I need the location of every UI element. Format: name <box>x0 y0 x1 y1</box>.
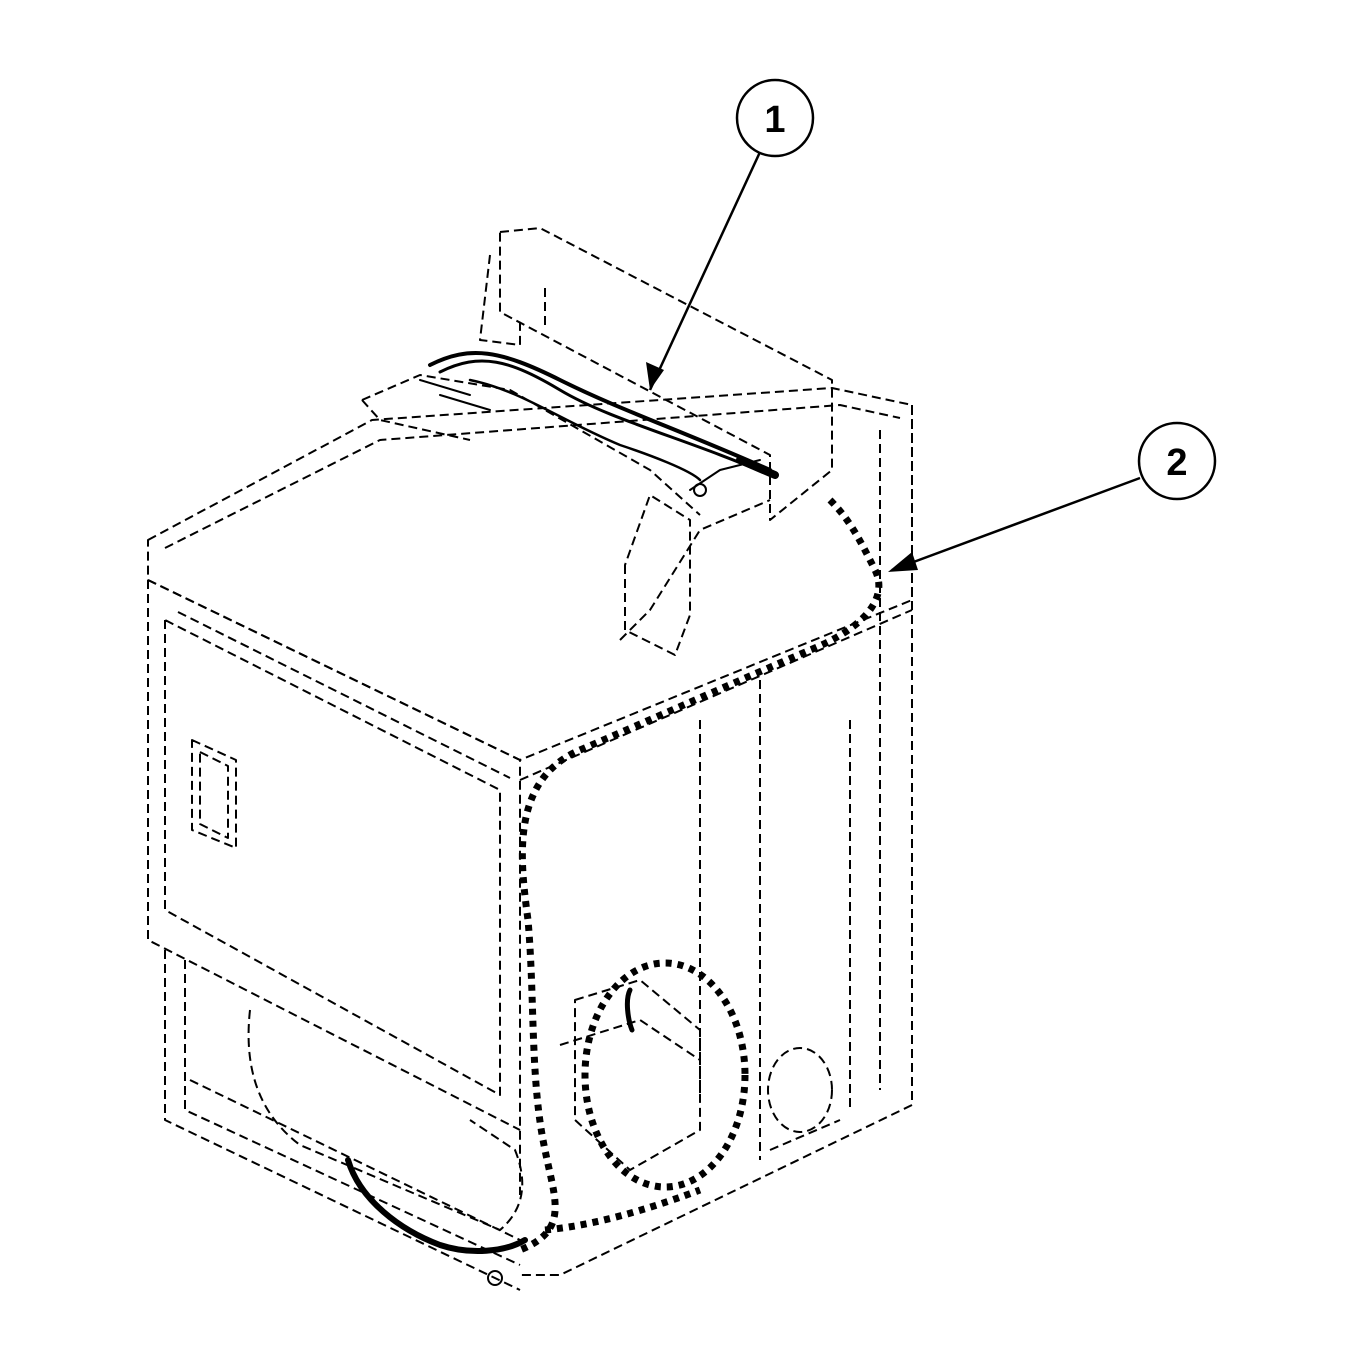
callout-2-arrowhead <box>888 552 918 572</box>
cabinet-wire-harness <box>518 497 883 1254</box>
callout-2: 2 <box>888 421 1217 572</box>
callout-1: 1 <box>646 78 815 391</box>
callout-1-label: 1 <box>764 99 785 141</box>
lower-wire <box>345 987 635 1286</box>
callout-1-arrowhead <box>646 362 664 390</box>
callout-2-circle <box>1137 421 1217 501</box>
callout-1-circle <box>735 78 815 158</box>
top-wire-harness <box>419 351 779 497</box>
callout-2-label: 2 <box>1166 442 1187 484</box>
dryer-cabinet-outline <box>147 227 913 1291</box>
callout-1-leader <box>648 151 762 391</box>
callout-2-leader <box>891 476 1141 572</box>
